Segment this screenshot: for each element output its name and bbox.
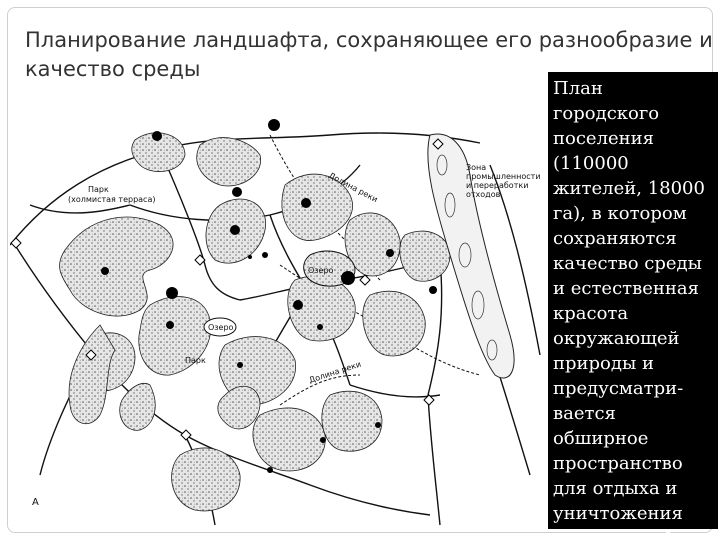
slide-title: Планирование ландшафта, сохраняющее его … [25,28,713,81]
label-zone-4: отходов [466,190,501,199]
label-park-low: Парк [185,356,206,365]
label-zone-3: и переработки [466,181,528,190]
label-park-hill: Парк [88,185,109,194]
caption-box: План городского поселения (110000 жителе… [548,72,718,549]
label-lake-center: Озеро [308,266,334,275]
caption-text: План городского поселения (110000 жителе… [553,78,705,549]
industrial-zone-ovals [436,154,498,361]
road-junctions [10,138,444,441]
label-lake-small: Озеро [208,323,234,332]
settlement-plan-map: Парк (холмистая терраса) Долина реки Зон… [10,119,541,526]
label-corner-letter: А [32,497,39,508]
label-zone-1: Зона [466,163,486,172]
label-zone-2: промышленности [466,172,541,181]
lake-small [203,317,237,337]
label-valley-bottom: Долина реки [308,360,362,385]
settlement-nodes [101,119,437,473]
label-park-hill-sub: (холмистая терраса) [68,195,155,204]
green-zones [59,132,451,512]
